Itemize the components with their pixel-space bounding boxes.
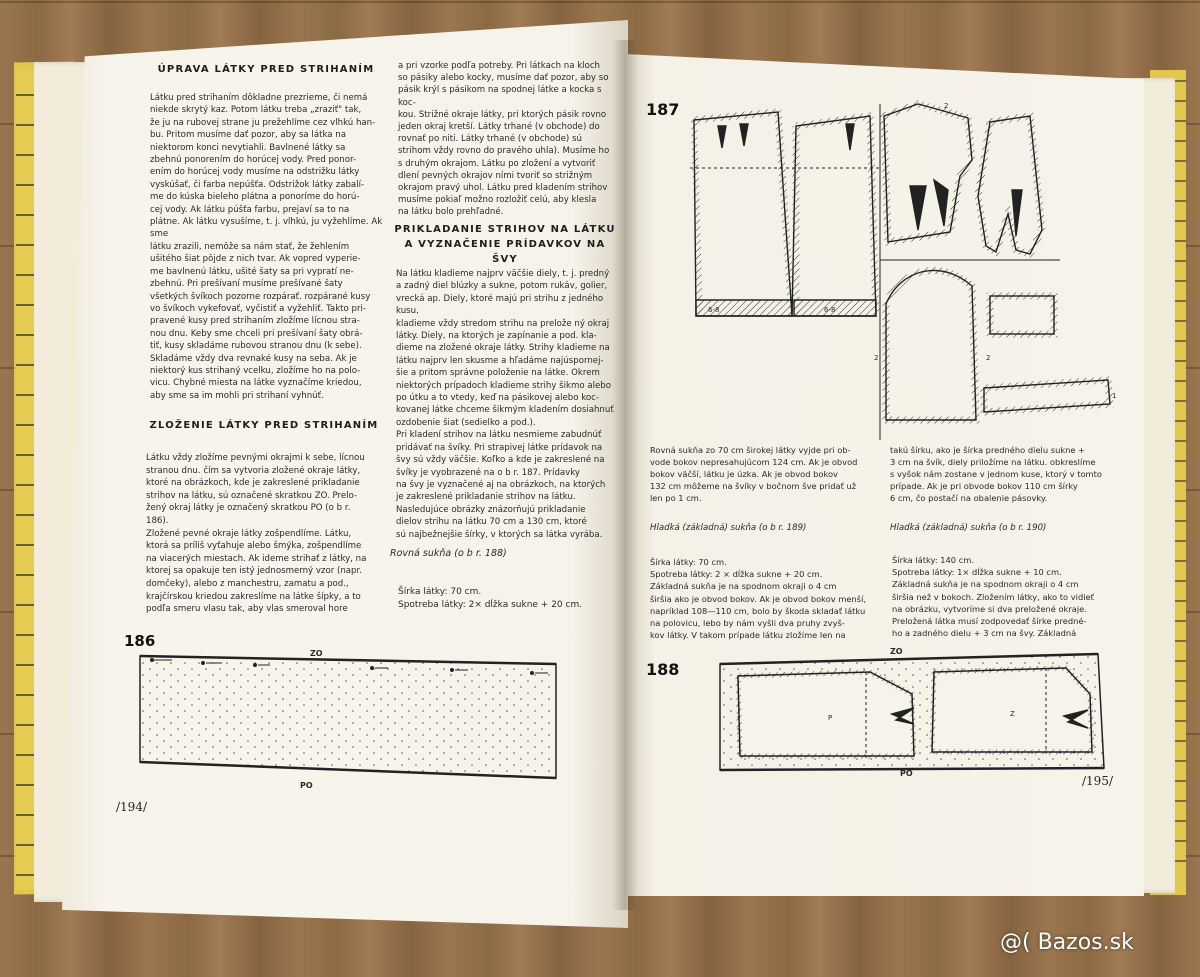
- page-number-right: /195/: [1082, 774, 1113, 788]
- figure-188-label-z: Z: [1010, 710, 1015, 718]
- label-hladka-sukna-189: Hladká (základná) sukňa (o b r. 189): [650, 523, 807, 533]
- figure-188-number: 188: [646, 660, 680, 679]
- figure-187-label-4: 2: [874, 354, 879, 362]
- figure-188-label-p: P: [828, 714, 833, 722]
- text-hladka-sukna-right: Šírka látky: 140 cm. Spotreba látky: 1× …: [892, 555, 1094, 639]
- figure-187-label-3: 2: [944, 102, 949, 110]
- text-zlozenie-latky: Látku vždy zložíme pevnými okrajmi k seb…: [146, 453, 367, 615]
- heading-uprava-latky: ÚPRAVA LÁTKY PRED STRIHANÍM: [157, 64, 375, 75]
- figure-187-label-1: 6-8: [708, 306, 720, 314]
- caption-rovna-sukna-continued: takú šírku, ako je šírka predného dielu …: [890, 445, 1102, 503]
- figure-188-diagram: [719, 652, 1105, 772]
- text-prikladanie-strihov: Na látku kladieme najprv väčšie diely, t…: [396, 269, 614, 540]
- heading-zlozenie-latky: ZLOŽENIE LÁTKY PRED STRIHANÍM: [149, 420, 379, 431]
- figure-186-zo-label: ZO: [310, 649, 323, 658]
- figure-186-number: 186: [124, 632, 156, 650]
- text-uprava-latky: Látku pred strihaním dôkladne prezrieme,…: [150, 93, 383, 401]
- figure-188-po-label: PO: [900, 769, 913, 778]
- figure-187-label-2: 6-8: [824, 306, 836, 314]
- caption-rovna-sukna: Rovná sukňa zo 70 cm širokej látky vyjde…: [650, 445, 858, 503]
- text-column2-top: a pri vzorke podľa potreby. Pri látkach …: [398, 61, 610, 218]
- figure-187-label-6: 1: [1112, 392, 1117, 400]
- label-hladka-sukna-190: Hladká (základná) sukňa (o b r. 190): [890, 523, 1047, 533]
- label-rovna-sukna: Rovná sukňa (o b r. 188): [390, 548, 507, 559]
- text-sirka-latky: Šírka látky: 70 cm. Spotreba látky: 2× d…: [398, 587, 583, 610]
- figure-187-label-5: 2: [986, 354, 991, 362]
- figure-187-diagram: [690, 100, 1114, 440]
- figure-188-zo-label: ZO: [890, 647, 903, 656]
- figure-187-number: 187: [646, 100, 680, 119]
- figure-186-diagram: [139, 654, 557, 780]
- book-gutter-shadow: [612, 40, 638, 910]
- heading-prikladanie-strihov: PRIKLADANIE STRIHOV NA LÁTKU A VYZNAČENI…: [394, 224, 616, 265]
- text-hladka-sukna-left: Šírka látky: 70 cm. Spotreba látky: 2 × …: [650, 557, 867, 641]
- figure-186-po-label: PO: [300, 781, 313, 790]
- watermark: @( Bazos.sk: [1000, 930, 1134, 955]
- page-number-left: /194/: [116, 800, 147, 814]
